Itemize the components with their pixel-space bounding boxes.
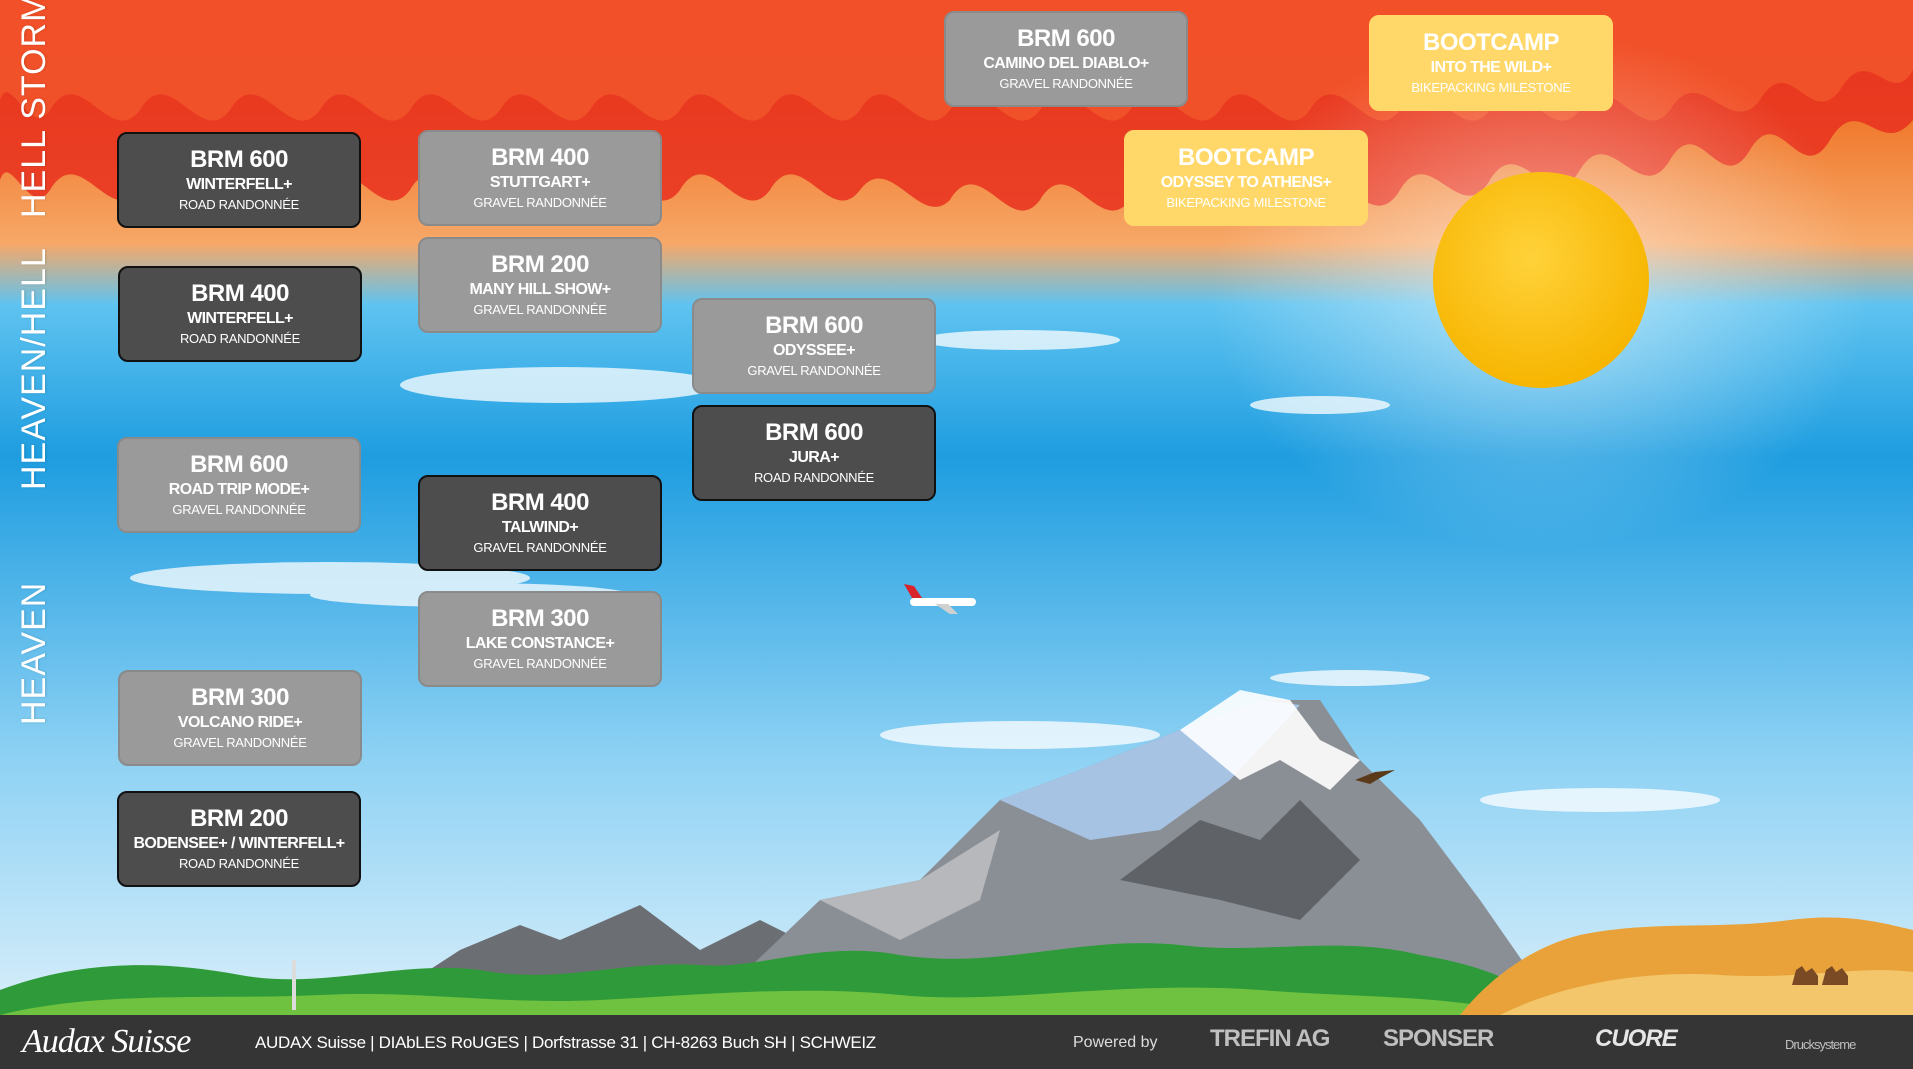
camels (1792, 966, 1848, 985)
card-name: VOLCANO RIDE+ (177, 714, 303, 731)
card-title: BRM 400 (191, 280, 289, 307)
card-brm300-lakeconstance[interactable]: BRM 300 LAKE CONSTANCE+ GRAVEL RANDONNÉE (418, 591, 662, 687)
card-name: LAKE CONSTANCE+ (465, 635, 615, 652)
card-title: BRM 300 (491, 605, 589, 632)
card-bootcamp-odyssey[interactable]: BOOTCAMP ODYSSEY TO ATHENS+ BIKEPACKING … (1124, 130, 1368, 226)
card-title: BRM 200 (190, 805, 288, 832)
card-title: BRM 400 (491, 144, 589, 171)
card-name: CAMINO DEL DIABLO+ (983, 55, 1149, 72)
card-brm400-stuttgart[interactable]: BRM 400 STUTTGART+ GRAVEL RANDONNÉE (418, 130, 662, 226)
card-brm600-camino[interactable]: BRM 600 CAMINO DEL DIABLO+ GRAVEL RANDON… (944, 11, 1188, 107)
label-heaven-hell: HEAVEN/HELL (15, 247, 53, 490)
tower (292, 960, 296, 1010)
card-title: BRM 600 (190, 451, 288, 478)
sponsor-cuore-logo[interactable]: CUORE (1595, 1025, 1678, 1052)
card-brm200-manyhill[interactable]: BRM 200 MANY HILL SHOW+ GRAVEL RANDONNÉE (418, 237, 662, 333)
card-kind: GRAVEL RANDONNÉE (999, 76, 1133, 91)
card-name: ROAD TRIP MODE+ (168, 481, 310, 498)
card-title: BRM 300 (191, 684, 289, 711)
card-title: BRM 600 (190, 146, 288, 173)
card-name: WINTERFELL+ (187, 310, 293, 327)
footer-bar: Audax Suisse AUDAX Suisse | DIAbLES RoUG… (0, 1015, 1913, 1069)
label-heaven: HEAVEN (15, 581, 53, 725)
card-kind: GRAVEL RANDONNÉE (172, 502, 306, 517)
card-kind: ROAD RANDONNÉE (178, 197, 300, 212)
card-name: JURA+ (789, 449, 840, 466)
card-title: BRM 600 (1017, 25, 1115, 52)
card-bootcamp-intothewild[interactable]: BOOTCAMP INTO THE WILD+ BIKEPACKING MILE… (1369, 15, 1613, 111)
sponsor-sponser-logo[interactable]: SPONSER (1383, 1025, 1494, 1052)
eagle (1355, 770, 1395, 784)
card-brm400-winterfell[interactable]: BRM 400 WINTERFELL+ ROAD RANDONNÉE (118, 266, 362, 362)
card-kind: BIKEPACKING MILESTONE (1166, 195, 1326, 210)
card-name: MANY HILL SHOW+ (469, 281, 611, 298)
card-brm600-odyssee[interactable]: BRM 600 ODYSSEE+ GRAVEL RANDONNÉE (692, 298, 936, 394)
card-name: WINTERFELL+ (186, 176, 292, 193)
card-name: TALWIND+ (501, 519, 579, 536)
card-brm200-bodensee[interactable]: BRM 200 BODENSEE+ / WINTERFELL+ ROAD RAN… (117, 791, 361, 887)
card-kind: GRAVEL RANDONNÉE (747, 363, 881, 378)
card-title: BRM 200 (491, 251, 589, 278)
card-brm600-roadtrip[interactable]: BRM 600 ROAD TRIP MODE+ GRAVEL RANDONNÉE (117, 437, 361, 533)
card-title: BOOTCAMP (1423, 29, 1560, 56)
audax-logo[interactable]: Audax Suisse (22, 1023, 191, 1060)
card-kind: BIKEPACKING MILESTONE (1411, 80, 1571, 95)
card-brm400-talwind[interactable]: BRM 400 TALWIND+ GRAVEL RANDONNÉE (418, 475, 662, 571)
footer-address: AUDAX Suisse | DIAbLES RoUGES | Dorfstra… (255, 1033, 876, 1052)
sponsor-trefin-logo[interactable]: TREFIN AG (1210, 1025, 1330, 1052)
card-kind: GRAVEL RANDONNÉE (173, 735, 307, 750)
label-hell-storm: HELL STORM (15, 0, 53, 218)
card-brm600-winterfell[interactable]: BRM 600 WINTERFELL+ ROAD RANDONNÉE (117, 132, 361, 228)
card-name: STUTTGART+ (489, 174, 591, 191)
card-kind: ROAD RANDONNÉE (178, 856, 300, 871)
card-name: ODYSSEY TO ATHENS+ (1160, 174, 1332, 191)
powered-by-label: Powered by (1073, 1034, 1158, 1051)
background-scene (0, 0, 1913, 1015)
card-name: ODYSSEE+ (773, 342, 856, 359)
card-title: BRM 600 (765, 419, 863, 446)
card-kind: GRAVEL RANDONNÉE (473, 195, 607, 210)
sponsor-drucksysteme-logo[interactable]: Drucksysteme (1785, 1037, 1856, 1052)
card-kind: ROAD RANDONNÉE (179, 331, 301, 346)
card-title: BRM 400 (491, 489, 589, 516)
card-kind: ROAD RANDONNÉE (753, 470, 875, 485)
card-name: INTO THE WILD+ (1430, 59, 1552, 76)
card-kind: GRAVEL RANDONNÉE (473, 302, 607, 317)
card-kind: GRAVEL RANDONNÉE (473, 656, 607, 671)
card-brm600-jura[interactable]: BRM 600 JURA+ ROAD RANDONNÉE (692, 405, 936, 501)
card-kind: GRAVEL RANDONNÉE (473, 540, 607, 555)
card-title: BOOTCAMP (1178, 144, 1315, 171)
card-brm300-volcano[interactable]: BRM 300 VOLCANO RIDE+ GRAVEL RANDONNÉE (118, 670, 362, 766)
airplane (904, 584, 976, 614)
card-title: BRM 600 (765, 312, 863, 339)
card-name: BODENSEE+ / WINTERFELL+ (133, 835, 345, 852)
